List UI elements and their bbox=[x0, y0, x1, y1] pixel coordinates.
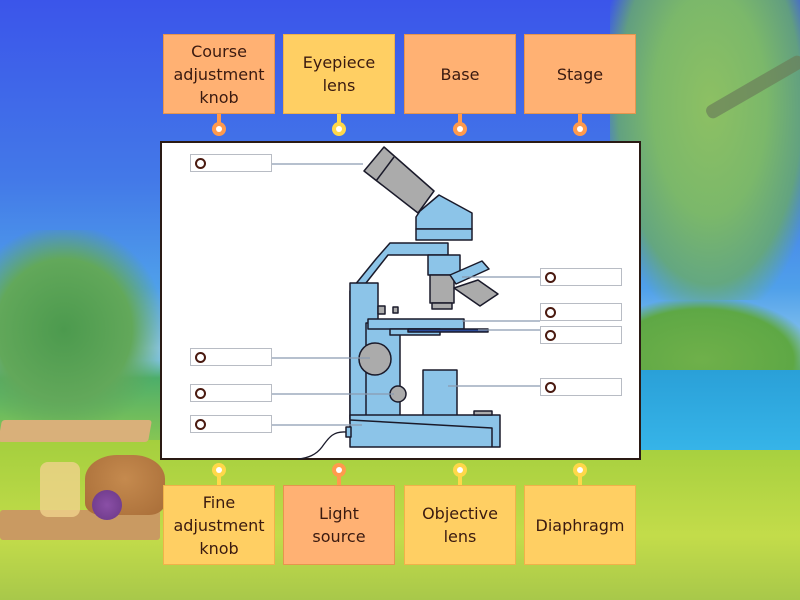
pin-stem bbox=[578, 475, 582, 485]
dropzone-marker-icon bbox=[545, 330, 556, 341]
pin-icon bbox=[453, 463, 467, 477]
tile-label: Fine adjustment knob bbox=[173, 492, 265, 558]
pin-icon bbox=[573, 122, 587, 136]
pin-stem bbox=[217, 114, 221, 124]
background-basket bbox=[85, 455, 165, 515]
tile-label: Objective lens bbox=[422, 504, 498, 546]
dropzone-marker-icon bbox=[545, 382, 556, 393]
tile-stage[interactable]: Stage bbox=[524, 34, 636, 114]
background-lake bbox=[630, 370, 800, 450]
background-hills bbox=[630, 300, 800, 375]
tile-label: Course adjustment knob bbox=[173, 41, 265, 107]
background-picnic-bench bbox=[0, 510, 160, 540]
pin-stem bbox=[578, 114, 582, 124]
pin-stem bbox=[458, 114, 462, 124]
tile-objective-lens[interactable]: Objective lens bbox=[404, 485, 516, 565]
tile-base[interactable]: Base bbox=[404, 34, 516, 114]
pin-stem bbox=[458, 475, 462, 485]
tile-eyepiece-lens[interactable]: Eyepiece lens bbox=[283, 34, 395, 114]
microscope-illustration bbox=[272, 146, 540, 460]
dropzone-marker-icon bbox=[195, 158, 206, 169]
dropzone-marker-icon bbox=[545, 272, 556, 283]
tile-fine-adjustment-knob[interactable]: Fine adjustment knob bbox=[163, 485, 275, 565]
tile-light-source[interactable]: Light source bbox=[283, 485, 395, 565]
pin-icon bbox=[573, 463, 587, 477]
microscope-diagram bbox=[160, 141, 641, 460]
pin-icon bbox=[453, 122, 467, 136]
dropzone-stage[interactable] bbox=[540, 303, 622, 321]
background-grapes bbox=[92, 490, 122, 520]
tile-label: Light source bbox=[312, 504, 366, 546]
tile-label: Base bbox=[440, 64, 480, 84]
tile-label: Eyepiece lens bbox=[302, 53, 376, 95]
background-grass bbox=[0, 440, 800, 600]
tile-course-adjustment-knob[interactable]: Course adjustment knob bbox=[163, 34, 275, 114]
background-trees bbox=[0, 230, 160, 430]
dropzone-fine-knob[interactable] bbox=[190, 384, 272, 402]
tile-label: Stage bbox=[556, 64, 604, 84]
dropzone-base[interactable] bbox=[190, 415, 272, 433]
dropzone-objective-lens[interactable] bbox=[540, 268, 622, 286]
background-jar bbox=[40, 462, 80, 517]
pin-stem bbox=[337, 475, 341, 485]
pin-icon bbox=[212, 463, 226, 477]
pin-icon bbox=[332, 463, 346, 477]
pin-stem bbox=[337, 114, 341, 124]
dropzone-light-source[interactable] bbox=[540, 378, 622, 396]
dropzone-marker-icon bbox=[195, 419, 206, 430]
tile-label: Diaphragm bbox=[535, 515, 625, 535]
pin-icon bbox=[332, 122, 346, 136]
dropzone-marker-icon bbox=[195, 352, 206, 363]
dropzone-eyepiece[interactable] bbox=[190, 154, 272, 172]
pin-stem bbox=[217, 475, 221, 485]
tile-diaphragm[interactable]: Diaphragm bbox=[524, 485, 636, 565]
dropzone-marker-icon bbox=[195, 388, 206, 399]
dropzone-marker-icon bbox=[545, 307, 556, 318]
pin-icon bbox=[212, 122, 226, 136]
dropzone-diaphragm[interactable] bbox=[540, 326, 622, 344]
dropzone-coarse-knob[interactable] bbox=[190, 348, 272, 366]
background-picnic-table bbox=[0, 420, 152, 442]
background-tree-branch bbox=[703, 53, 800, 121]
